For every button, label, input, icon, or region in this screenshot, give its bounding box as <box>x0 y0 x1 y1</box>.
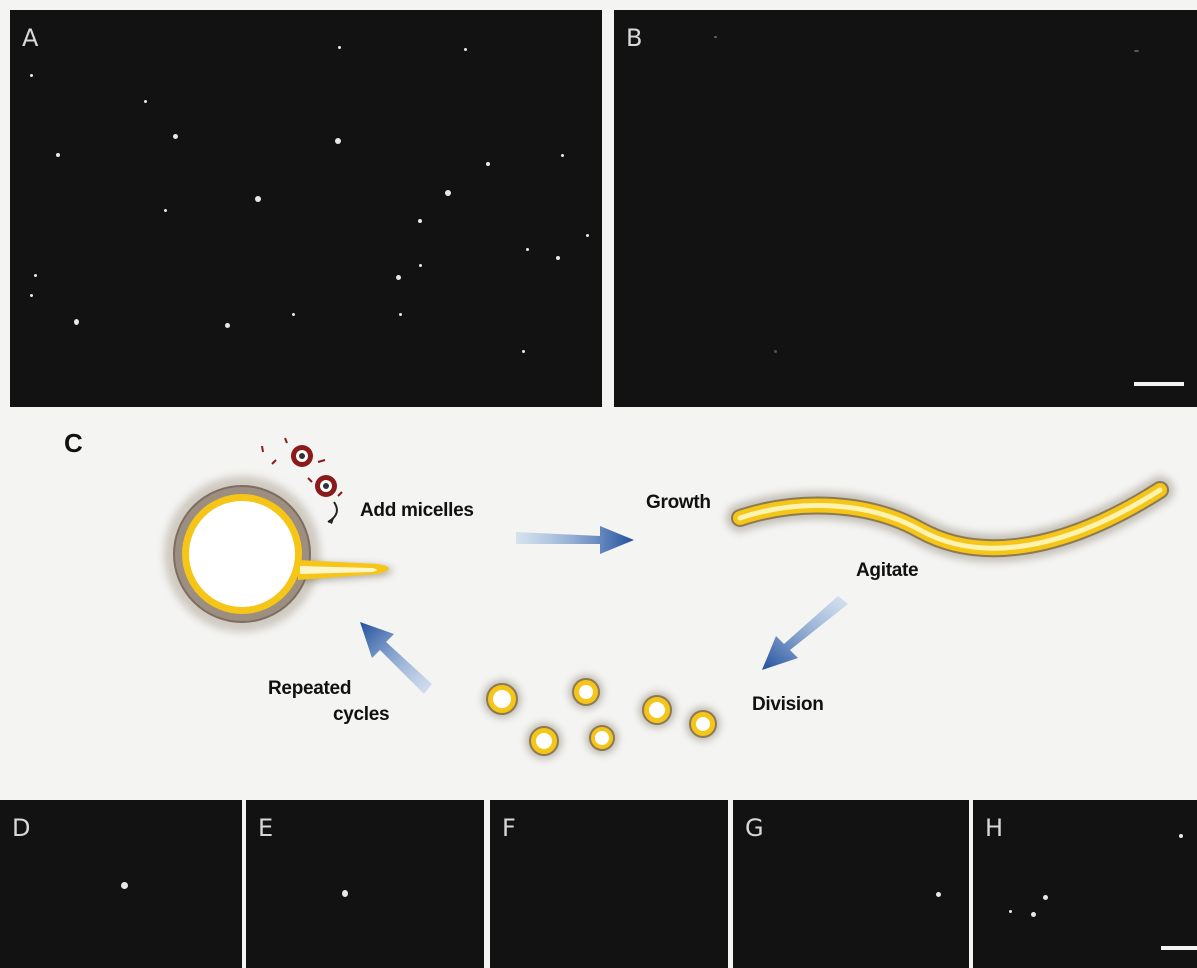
vesicle-dot <box>1043 895 1048 900</box>
panel-label-e: E <box>258 814 273 842</box>
micrograph-panel-e: E <box>246 800 484 968</box>
repeated-label: Repeated <box>268 678 351 700</box>
small-vesicle <box>483 680 521 718</box>
vesicle-dot <box>338 46 341 49</box>
micrograph-panel-d: D <box>0 800 242 968</box>
vesicle-dot <box>586 234 589 237</box>
division-arrow <box>762 596 848 670</box>
vesicle-dot <box>34 274 37 277</box>
panel-label-b: B <box>626 24 642 52</box>
vesicle-dot <box>164 209 167 212</box>
vesicle-dot <box>342 890 348 897</box>
vesicle-dot <box>173 134 178 139</box>
vesicle-dot <box>292 313 295 316</box>
add-micelles-label: Add micelles <box>360 500 474 522</box>
vesicle-dot <box>255 196 261 202</box>
micrograph-panel-f: F <box>490 800 728 968</box>
vesicle-dot <box>121 882 128 889</box>
small-vesicle <box>639 692 675 728</box>
growth-arrow <box>516 526 634 554</box>
vesicle-dot <box>419 264 422 267</box>
micelle-icon <box>315 475 337 497</box>
vesicle-dot <box>56 153 60 157</box>
vesicle-dot <box>225 323 230 328</box>
panel-label-h: H <box>985 814 1003 842</box>
vesicle-with-tail <box>164 476 393 632</box>
vesicle-dot <box>396 275 401 280</box>
vesicle-dot <box>399 313 402 316</box>
cycles-label: cycles <box>333 704 389 726</box>
scale-bar <box>1161 946 1197 950</box>
repeated-cycles-arrow <box>360 622 432 694</box>
vesicle-dot <box>30 74 33 77</box>
small-vesicle <box>586 722 618 754</box>
micrograph-panel-h: H <box>973 800 1197 968</box>
panel-label-f: F <box>502 814 516 842</box>
daughter-vesicles <box>483 675 720 759</box>
vesicle-dot <box>74 319 79 325</box>
vesicle-dot <box>418 219 422 223</box>
vesicle-dot <box>1009 910 1012 913</box>
faint-speck <box>774 350 777 353</box>
small-vesicle <box>526 723 562 759</box>
micrograph-panel-g: G <box>733 800 969 968</box>
vesicle-dot <box>556 256 560 260</box>
vesicle-dot <box>445 190 451 196</box>
vesicle-dot <box>936 892 941 897</box>
small-vesicle <box>686 707 720 741</box>
vesicle-dot <box>335 138 341 144</box>
vesicle-growth-division-diagram <box>0 410 1197 780</box>
panel-label-d: D <box>12 814 30 842</box>
micrograph-panel-b: B <box>614 10 1197 407</box>
vesicle-dot <box>1031 912 1036 917</box>
vesicle-dot <box>522 350 525 353</box>
vesicle-dot <box>486 162 490 166</box>
vesicle-dot <box>561 154 564 157</box>
vesicle-dot <box>30 294 33 297</box>
vesicle-dot <box>464 48 467 51</box>
scale-bar <box>1134 382 1184 386</box>
curved-arrow-icon <box>328 502 337 522</box>
division-label: Division <box>752 694 824 716</box>
faint-speck <box>1134 50 1139 52</box>
micrograph-panel-a: A <box>10 10 602 407</box>
micelle-icon <box>291 445 313 467</box>
elongated-vesicle-tube <box>740 490 1160 548</box>
vesicle-dot <box>526 248 529 251</box>
panel-label-a: A <box>22 24 38 52</box>
vesicle-dot <box>1179 834 1183 838</box>
small-vesicle <box>569 675 603 709</box>
growth-label: Growth <box>646 492 711 514</box>
faint-speck <box>714 36 717 38</box>
vesicle-dot <box>144 100 147 103</box>
panel-label-g: G <box>745 814 764 842</box>
agitate-label: Agitate <box>856 560 918 582</box>
